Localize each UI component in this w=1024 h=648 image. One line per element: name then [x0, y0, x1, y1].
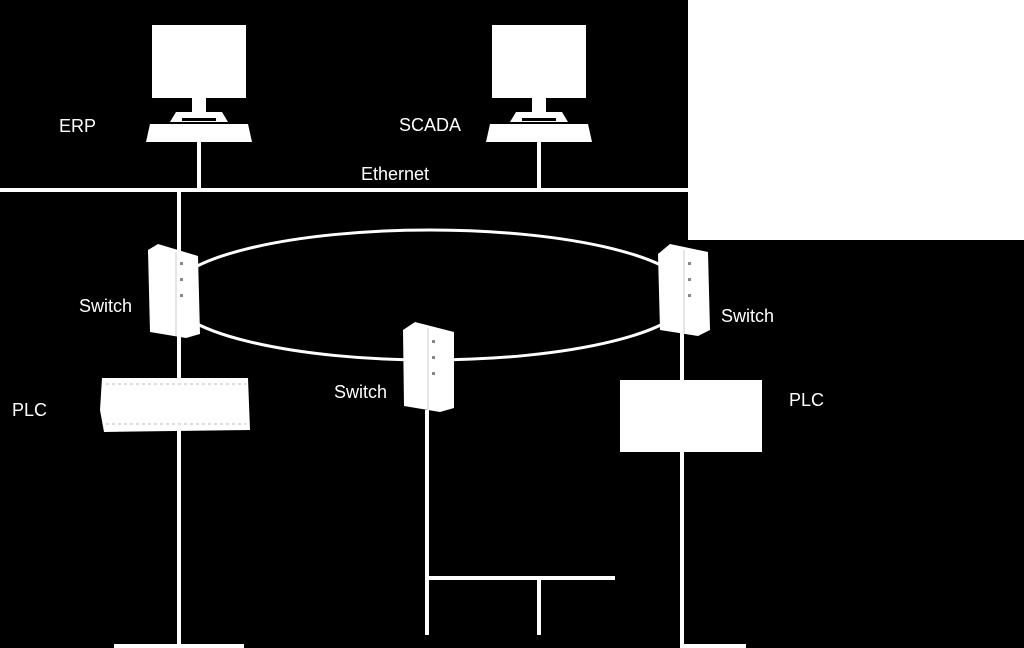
bottom-line-left: [114, 644, 244, 648]
center-branch-drop: [537, 580, 541, 635]
erp-drop-line: [197, 142, 201, 190]
switch-left-icon: [148, 244, 200, 338]
blank-panel: [688, 0, 1024, 240]
right-trunk-line: [680, 300, 684, 644]
ethernet-bus: [0, 188, 688, 192]
plc-left-label: PLC: [12, 400, 47, 420]
erp-label: ERP: [59, 116, 96, 136]
switch-left-label: Switch: [79, 296, 132, 316]
scada-label: SCADA: [399, 115, 461, 135]
switch-right-label: Switch: [721, 306, 774, 326]
erp-computer-icon: [146, 25, 252, 142]
ethernet-label: Ethernet: [361, 164, 429, 184]
scada-drop-line: [537, 142, 541, 190]
switch-center-icon: [403, 322, 454, 412]
plc-right-icon: [620, 380, 762, 452]
bottom-line-right: [680, 644, 746, 648]
scada-computer-icon: [486, 25, 592, 142]
plc-right-label: PLC: [789, 390, 824, 410]
plc-left-icon: [100, 378, 250, 432]
center-branch-bus: [425, 576, 615, 580]
switch-center-label: Switch: [334, 382, 387, 402]
center-drop-line: [425, 410, 429, 635]
switch-right-icon: [658, 244, 710, 336]
